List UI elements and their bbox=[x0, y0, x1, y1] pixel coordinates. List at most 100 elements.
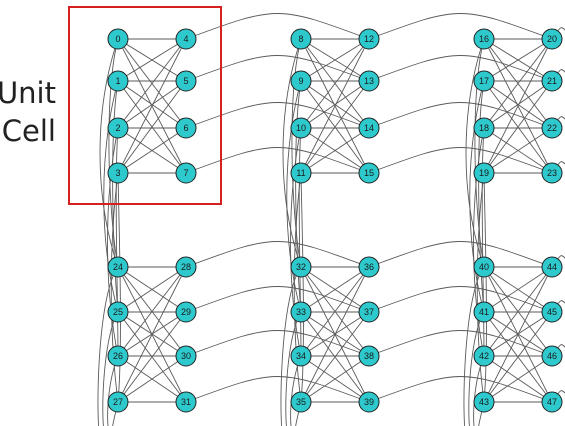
vertical-coupler-edge bbox=[97, 266, 119, 426]
qubit-node-circle bbox=[473, 301, 495, 323]
qubit-node-0: 0 bbox=[107, 28, 129, 50]
unit-cell-highlight-box bbox=[68, 6, 222, 205]
qubit-node-circle bbox=[107, 345, 129, 367]
intra-cell-edge bbox=[300, 38, 370, 129]
qubit-node-35: 35 bbox=[290, 391, 312, 413]
qubit-node-circle bbox=[358, 28, 380, 50]
qubit-node-circle bbox=[290, 162, 312, 184]
vertical-coupler-edge bbox=[285, 311, 302, 426]
qubit-node-label: 18 bbox=[479, 123, 489, 133]
qubit-node-circle bbox=[473, 345, 495, 367]
vertical-coupler-edge bbox=[107, 127, 119, 357]
qubit-node-16: 16 bbox=[473, 28, 495, 50]
intra-cell-edge bbox=[300, 80, 370, 174]
intra-cell-edge bbox=[483, 127, 553, 174]
qubit-node-circle bbox=[175, 391, 197, 413]
qubit-node-label: 5 bbox=[183, 76, 188, 86]
intra-cell-edge bbox=[300, 311, 370, 403]
vertical-coupler-edge bbox=[291, 38, 302, 268]
intra-cell-edge bbox=[483, 80, 553, 174]
qubit-node-38: 38 bbox=[358, 345, 380, 367]
qubit-node-circle bbox=[473, 391, 495, 413]
qubit-node-circle bbox=[473, 256, 495, 278]
qubit-node-42: 42 bbox=[473, 345, 495, 367]
vertical-coupler-edge bbox=[280, 266, 302, 426]
qubit-node-label: 30 bbox=[181, 351, 191, 361]
qubit-node-label: 1 bbox=[115, 76, 120, 86]
qubit-node-30: 30 bbox=[175, 345, 197, 367]
qubit-node-10: 10 bbox=[290, 117, 312, 139]
qubit-node-circle bbox=[107, 256, 129, 278]
vertical-coupler-edge bbox=[282, 38, 302, 268]
qubit-node-21: 21 bbox=[541, 70, 563, 92]
vertical-coupler-edge bbox=[473, 127, 485, 357]
intra-cell-edge bbox=[483, 266, 553, 403]
vertical-coupler-edge bbox=[463, 266, 485, 426]
intra-cell-edge bbox=[483, 266, 553, 357]
intra-cell-edge bbox=[117, 80, 187, 174]
qubit-node-circle bbox=[541, 117, 563, 139]
edges-layer bbox=[97, 13, 565, 426]
qubit-node-circle bbox=[290, 117, 312, 139]
qubit-node-circle bbox=[358, 391, 380, 413]
nodes-layer: 0123456789101112131415161718192021222324… bbox=[107, 28, 563, 413]
vertical-coupler-edge bbox=[290, 127, 302, 357]
unit-cell-caption-line2: Cell bbox=[2, 114, 56, 148]
horizontal-coupler-edge bbox=[368, 102, 553, 129]
intra-cell-edge bbox=[300, 355, 370, 403]
qubit-node-circle bbox=[358, 117, 380, 139]
qubit-node-40: 40 bbox=[473, 256, 495, 278]
qubit-node-17: 17 bbox=[473, 70, 495, 92]
qubit-node-24: 24 bbox=[107, 256, 129, 278]
qubit-node-label: 28 bbox=[181, 262, 191, 272]
qubit-node-label: 29 bbox=[181, 307, 191, 317]
vertical-coupler-edge bbox=[483, 172, 487, 403]
qubit-node-15: 15 bbox=[358, 162, 380, 184]
qubit-node-11: 11 bbox=[290, 162, 312, 184]
qubit-node-circle bbox=[541, 28, 563, 50]
vertical-coupler-edge bbox=[117, 172, 121, 403]
qubit-node-label: 4 bbox=[183, 34, 188, 44]
qubit-node-44: 44 bbox=[541, 256, 563, 278]
qubit-node-label: 24 bbox=[113, 262, 123, 272]
qubit-node-circle bbox=[107, 70, 129, 92]
qubit-node-circle bbox=[107, 162, 129, 184]
qubit-node-18: 18 bbox=[473, 117, 495, 139]
qubit-node-circle bbox=[107, 117, 129, 139]
horizontal-coupler-edge bbox=[185, 241, 370, 268]
qubit-node-20: 20 bbox=[541, 28, 563, 50]
qubit-node-label: 3 bbox=[115, 168, 120, 178]
intra-cell-edge bbox=[117, 38, 187, 129]
qubit-node-label: 32 bbox=[296, 262, 306, 272]
qubit-node-31: 31 bbox=[175, 391, 197, 413]
qubit-node-label: 15 bbox=[364, 168, 374, 178]
qubit-node-29: 29 bbox=[175, 301, 197, 323]
horizontal-coupler-edge bbox=[185, 147, 370, 174]
qubit-node-circle bbox=[175, 162, 197, 184]
qubit-node-circle bbox=[175, 301, 197, 323]
vertical-coupler-edge bbox=[481, 127, 485, 357]
qubit-node-28: 28 bbox=[175, 256, 197, 278]
qubit-node-label: 33 bbox=[296, 307, 306, 317]
qubit-node-label: 6 bbox=[183, 123, 188, 133]
horizontal-coupler-edge bbox=[185, 286, 370, 313]
intra-cell-edge bbox=[117, 38, 187, 82]
vertical-coupler-edge bbox=[103, 80, 119, 313]
qubit-node-label: 19 bbox=[479, 168, 489, 178]
qubit-node-label: 9 bbox=[298, 76, 303, 86]
qubit-node-label: 26 bbox=[113, 351, 123, 361]
horizontal-coupler-edge bbox=[185, 376, 370, 403]
intra-cell-edge bbox=[483, 38, 553, 174]
qubit-node-label: 39 bbox=[364, 397, 374, 407]
horizontal-coupler-edge bbox=[368, 147, 553, 174]
qubit-node-label: 7 bbox=[183, 168, 188, 178]
qubit-node-label: 20 bbox=[547, 34, 557, 44]
vertical-coupler-edge bbox=[99, 38, 119, 268]
qubit-node-label: 45 bbox=[547, 307, 557, 317]
qubit-node-circle bbox=[358, 70, 380, 92]
qubit-node-circle bbox=[358, 345, 380, 367]
vertical-coupler-edge bbox=[286, 80, 302, 313]
qubit-node-2: 2 bbox=[107, 117, 129, 139]
qubit-node-34: 34 bbox=[290, 345, 312, 367]
